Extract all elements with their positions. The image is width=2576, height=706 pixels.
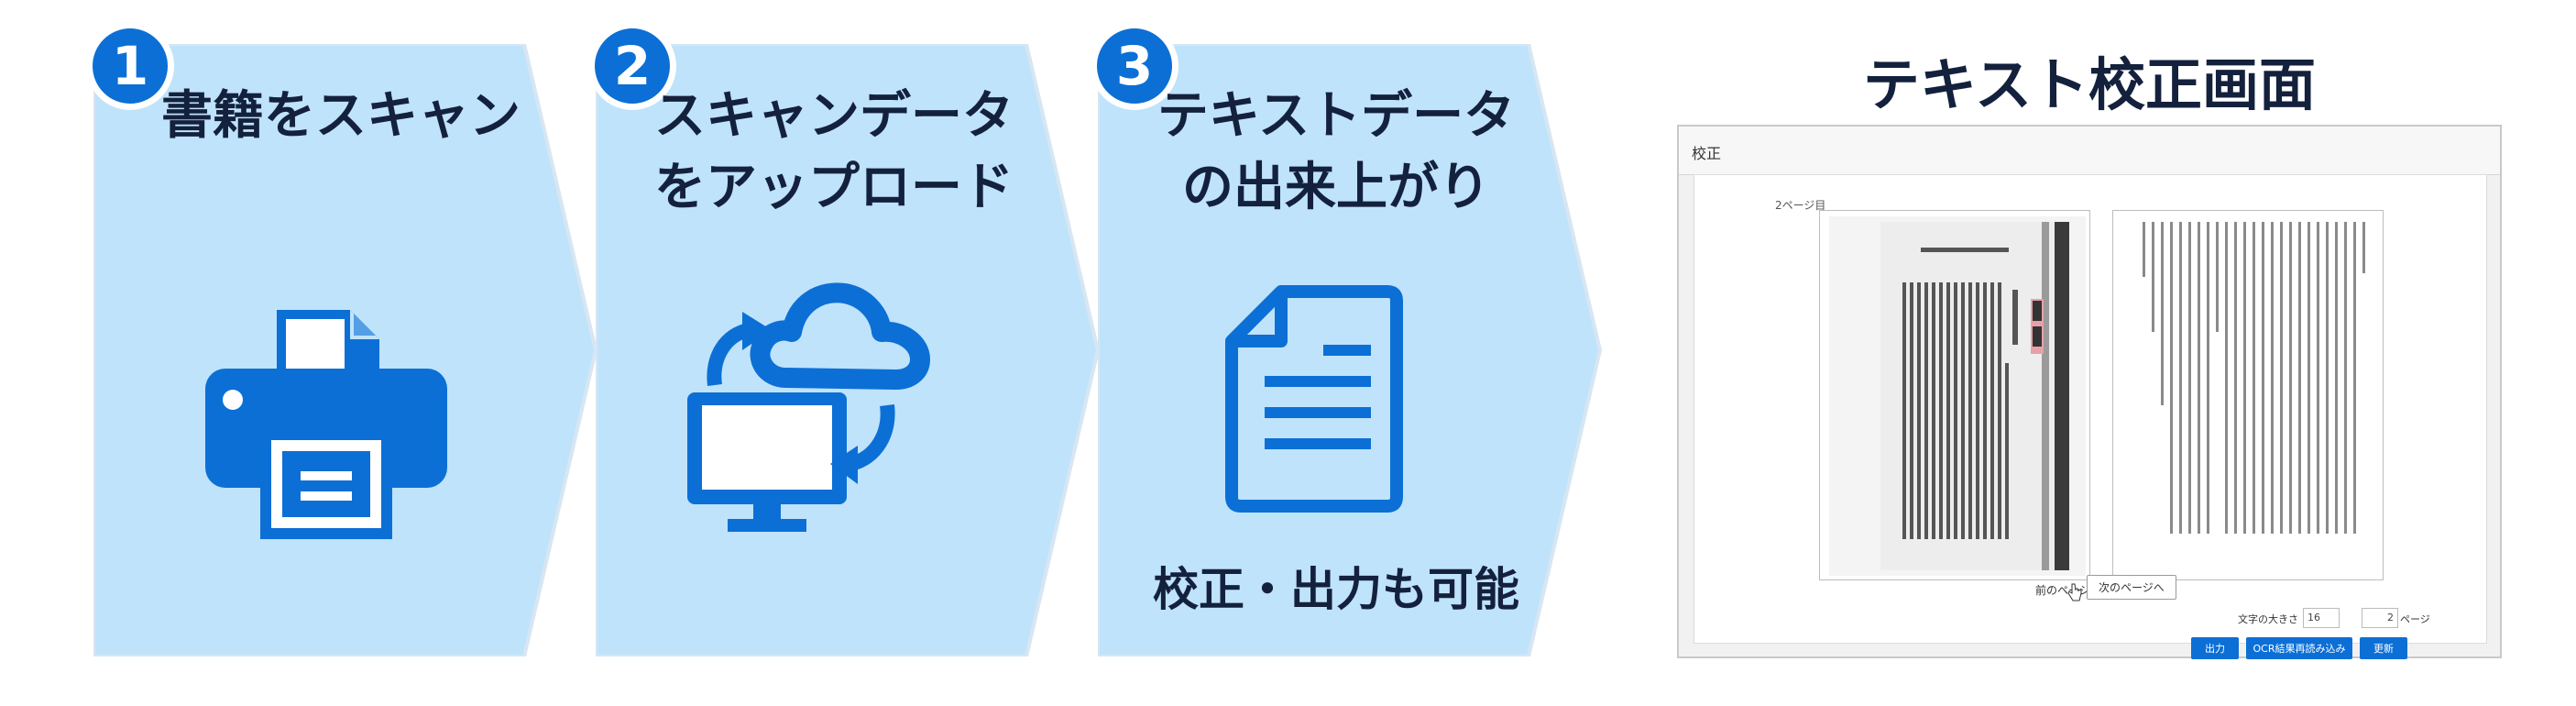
cloud-sync-icon <box>687 282 930 532</box>
reload-ocr-button[interactable]: OCR結果再読み込み <box>2246 637 2352 659</box>
printer-icon <box>205 310 447 539</box>
page-indicator: 2ページ目 <box>1775 199 1826 212</box>
next-page-button[interactable]: 次のページへ <box>2087 575 2176 600</box>
scanned-page-viewer[interactable] <box>1819 210 2090 580</box>
page-label: ページ <box>2400 613 2430 625</box>
document-icon <box>1225 285 1403 513</box>
proof-panel: 2ページ目 <box>1694 174 2487 659</box>
step-3-number-badge: 3 <box>1091 22 1178 110</box>
step-3-note: 校正・出力も可能 <box>1153 563 1519 616</box>
font-size-label: 文字の大きさ <box>2238 613 2298 625</box>
step-3: 3 テキストデータ の出来上がり 校正・出力も可能 <box>1091 22 1611 656</box>
hand-cursor-icon <box>2067 583 2082 601</box>
ocr-vertical-text <box>2143 222 2365 534</box>
step-2-title: スキャンデータ をアップロード <box>654 86 1014 217</box>
export-button[interactable]: 出力 <box>2191 637 2239 659</box>
ocr-text-editor[interactable] <box>2112 210 2384 580</box>
step-1: 1 書籍をスキャン <box>86 22 607 656</box>
proof-window: 校正 2ページ目 <box>1677 125 2502 659</box>
step-1-title: 書籍をスキャン <box>161 86 521 146</box>
page-number-input[interactable]: 2 <box>2362 608 2398 628</box>
proof-screen-title: テキスト校正画面 <box>1862 51 2317 118</box>
proof-window-title: 校正 <box>1692 145 1722 162</box>
step-3-title: テキストデータ の出来上がり <box>1156 86 1516 217</box>
step-2: 2 スキャンデータ をアップロード <box>588 22 1109 656</box>
prev-page-button[interactable]: 前のページへ <box>2035 584 2101 597</box>
font-size-input[interactable]: 16 <box>2303 608 2340 628</box>
scanned-page-image <box>1829 216 2086 576</box>
step-2-number-badge: 2 <box>588 22 676 110</box>
step-1-number-badge: 1 <box>86 22 174 110</box>
update-button[interactable]: 更新 <box>2360 637 2407 659</box>
proof-window-header: 校正 <box>1679 127 2500 175</box>
